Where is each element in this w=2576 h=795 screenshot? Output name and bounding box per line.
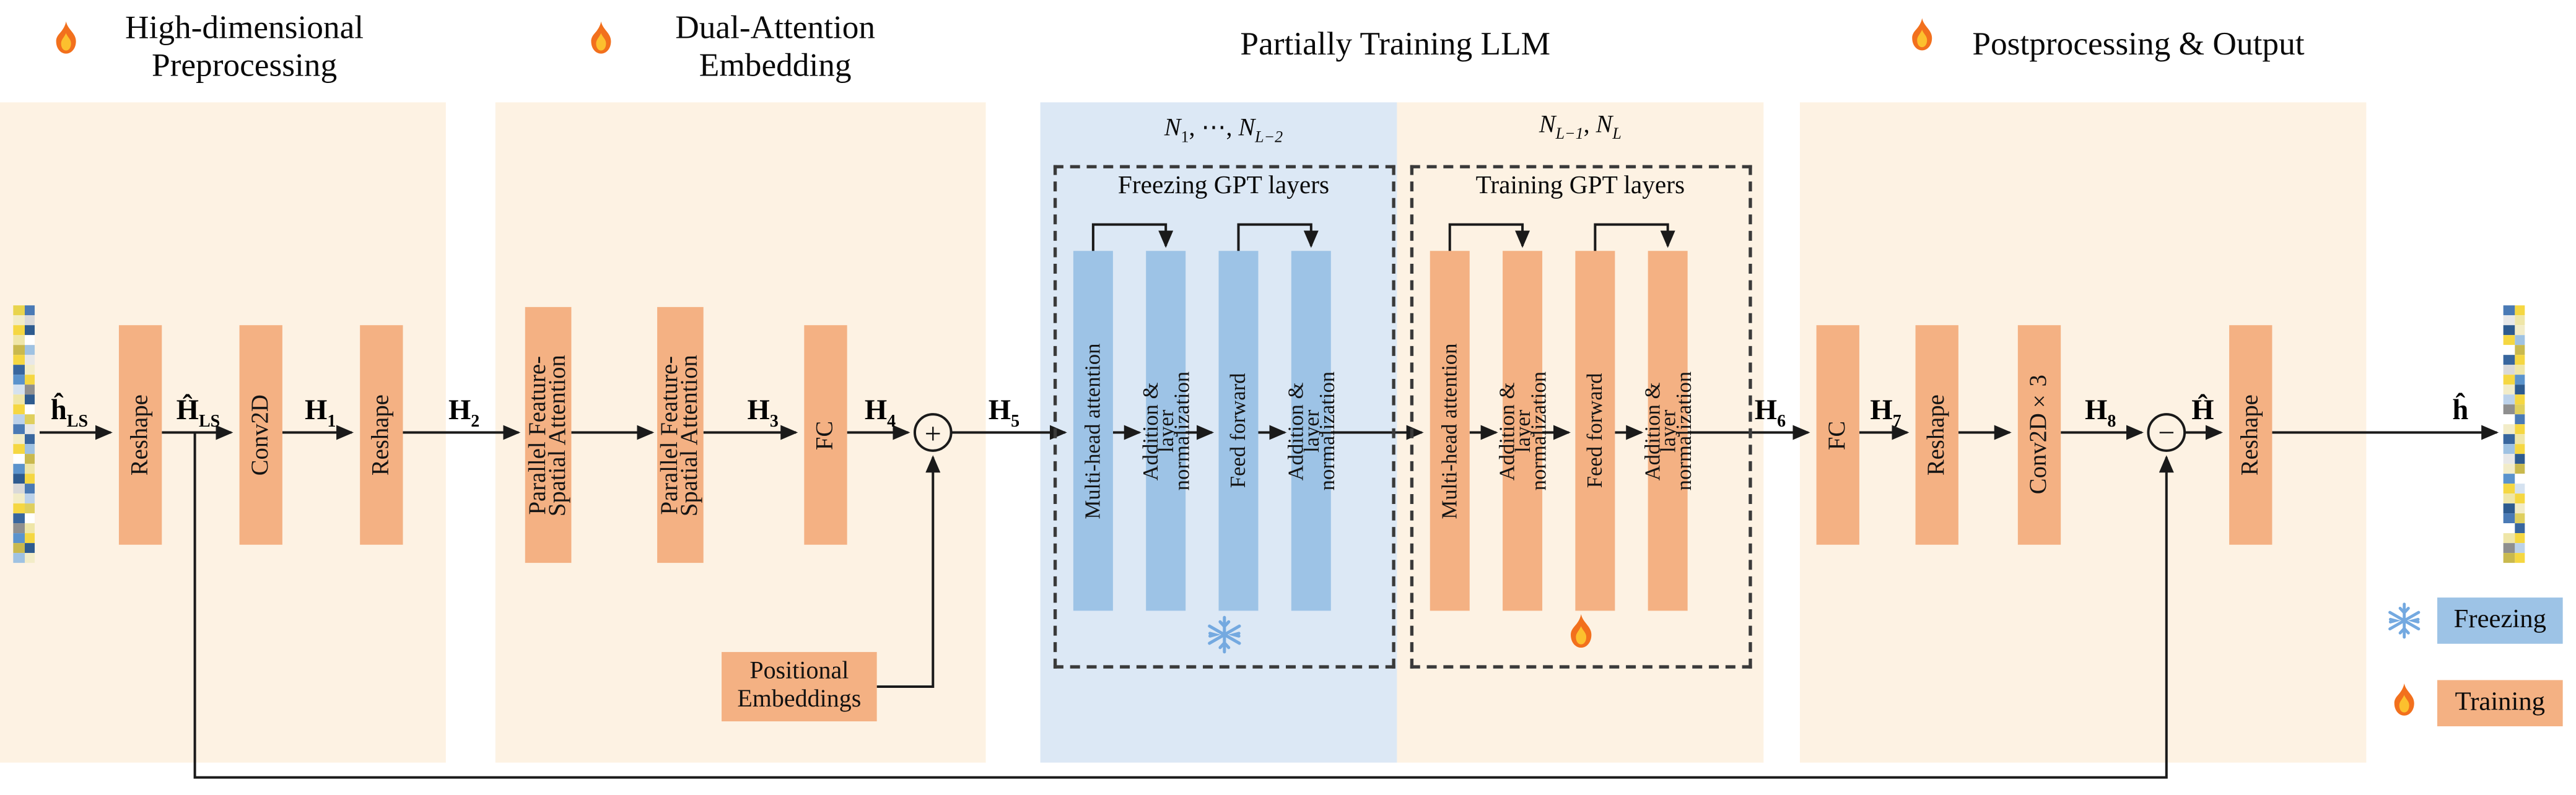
block-reshape-4: Reshape	[2229, 325, 2273, 545]
block-reshape-1: Reshape	[118, 325, 162, 545]
input-signal-strip	[13, 305, 35, 563]
training-layers-range: NL−1, NL	[1539, 112, 1622, 144]
legend-training: Training	[2437, 680, 2563, 727]
legend-freezing-label: Freezing	[2453, 606, 2546, 634]
section-title-postprocessing: Postprocessing & Output	[1972, 26, 2305, 63]
legend-freezing: Freezing	[2437, 597, 2563, 644]
block-conv2d: Conv2D	[239, 325, 282, 545]
block-add-layernorm-trained-1: Addition & layer normalization	[1494, 251, 1550, 611]
block-add-layernorm-trained-2: Addition & layer normalization	[1639, 251, 1695, 611]
label-H7: H7	[1870, 393, 1901, 432]
label-H3: H3	[747, 393, 779, 432]
freezing-gpt-box	[1053, 165, 1395, 669]
label-H8: H8	[2084, 393, 2116, 432]
snowflake-icon	[1204, 614, 1246, 656]
block-reshape-2: Reshape	[360, 325, 403, 545]
fire-icon	[46, 20, 86, 59]
block-add-layernorm-frozen-2: Addition & layer normalization	[1283, 251, 1338, 611]
block-feed-forward-trained: Feed forward	[1575, 251, 1615, 611]
label-H-hat: Ĥ	[2191, 393, 2214, 426]
label-H2: H2	[448, 393, 480, 432]
output-signal-strip	[2503, 305, 2525, 563]
block-feed-forward-frozen: Feed forward	[1218, 251, 1259, 611]
fire-icon	[1560, 612, 1602, 654]
training-gpt-box	[1410, 165, 1752, 669]
label-H-ls: ĤLS	[176, 393, 220, 432]
block-multihead-attention-trained: Multi-head attention	[1430, 251, 1470, 611]
block-add-layernorm-frozen-1: Addition & layer normalization	[1137, 251, 1194, 611]
section-title-embedding: Dual-Attention Embedding	[675, 9, 876, 84]
block-fc-2: FC	[1816, 325, 1859, 545]
snowflake-icon	[2385, 601, 2424, 640]
freezing-layers-range: N1, ⋯, NL−2	[1164, 115, 1283, 147]
block-fc-1: FC	[804, 325, 847, 545]
label-H4: H4	[864, 393, 896, 432]
training-gpt-title: Training GPT layers	[1475, 172, 1685, 200]
legend-training-label: Training	[2455, 688, 2546, 717]
section-title-preprocessing: High-dimensional Preprocessing	[125, 9, 364, 84]
freezing-gpt-title: Freezing GPT layers	[1117, 172, 1330, 200]
block-conv2dx3: Conv2D×3	[2017, 325, 2061, 545]
fire-icon	[1902, 17, 1942, 56]
label-h-out: ĥ	[2452, 393, 2469, 426]
block-reshape-3: Reshape	[1915, 325, 1958, 545]
block-parallel-attention-2: Parallel Feature- Spatial Attention	[657, 306, 704, 563]
label-h-ls-input: ĥLS	[50, 393, 89, 432]
label-H5: H5	[988, 393, 1020, 432]
fire-icon	[581, 20, 621, 59]
label-H1: H1	[305, 393, 336, 432]
label-H6: H6	[1754, 393, 1786, 432]
block-multihead-attention-frozen: Multi-head attention	[1073, 251, 1113, 611]
positional-embeddings-box: Positional Embeddings	[722, 652, 877, 722]
fire-icon	[2385, 682, 2424, 721]
section-title-llm: Partially Training LLM	[1240, 26, 1551, 63]
panel-postprocessing	[1799, 102, 2367, 763]
block-parallel-attention-1: Parallel Feature- Spatial Attention	[525, 306, 572, 563]
